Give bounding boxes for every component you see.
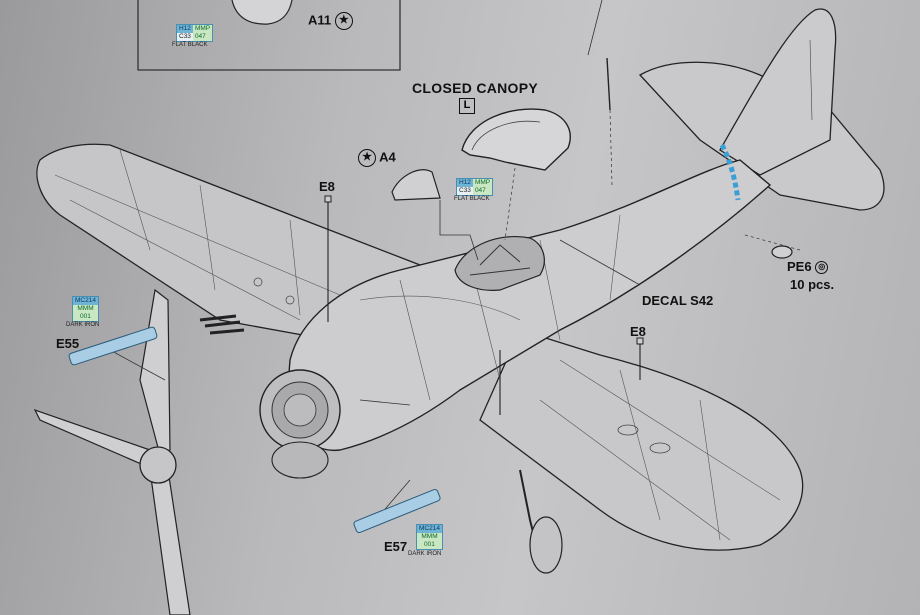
pe6-quantity: 10 pcs. xyxy=(790,277,835,292)
a11-color-name: FLAT BLACK xyxy=(172,42,208,48)
inset-frame xyxy=(137,0,401,71)
photo-etch-icon: ◎ xyxy=(815,261,829,275)
star-icon: ★ xyxy=(334,12,353,30)
e57-color-callout: MC214 MMM 001 xyxy=(416,524,443,550)
a4-color-callout: H12 MMP C33 047 xyxy=(456,178,494,196)
e57-color-name: DARK IRON xyxy=(408,551,442,557)
part-label-pe6: PE6 ◎ xyxy=(787,260,829,275)
a4-part xyxy=(391,169,441,201)
pe6-part xyxy=(771,245,793,259)
closed-canopy-part xyxy=(461,108,571,171)
option-l-box: L xyxy=(459,98,475,114)
closed-canopy-title: CLOSED CANOPY xyxy=(412,80,539,96)
a4-color-name: FLAT BLACK xyxy=(454,196,490,202)
fuselage xyxy=(288,159,772,451)
part-label-a4: ★ A4 xyxy=(358,149,396,167)
part-label-e55: E55 xyxy=(56,336,80,351)
e57-part xyxy=(353,488,441,534)
star-icon: ★ xyxy=(358,149,376,167)
e55-color-callout: MC214 MMM 001 xyxy=(72,296,99,322)
part-label-a11: A11 ★ xyxy=(308,12,353,30)
fuselage-band-stripe xyxy=(719,143,741,201)
part-label-e57: E57 xyxy=(384,539,408,554)
e55-color-name: DARK IRON xyxy=(66,322,100,328)
part-label-e8-top: E8 xyxy=(319,179,335,194)
cockpit-opening xyxy=(454,236,545,291)
part-label-e8-bottom: E8 xyxy=(630,324,646,339)
a11-color-callout: H12 MMP C33 047 xyxy=(176,24,214,42)
vertical-fin xyxy=(719,8,837,176)
right-wing xyxy=(479,329,804,551)
a11-part-sketch xyxy=(231,0,293,25)
e55-part xyxy=(68,326,158,366)
decal-label: DECAL S42 xyxy=(642,293,714,308)
